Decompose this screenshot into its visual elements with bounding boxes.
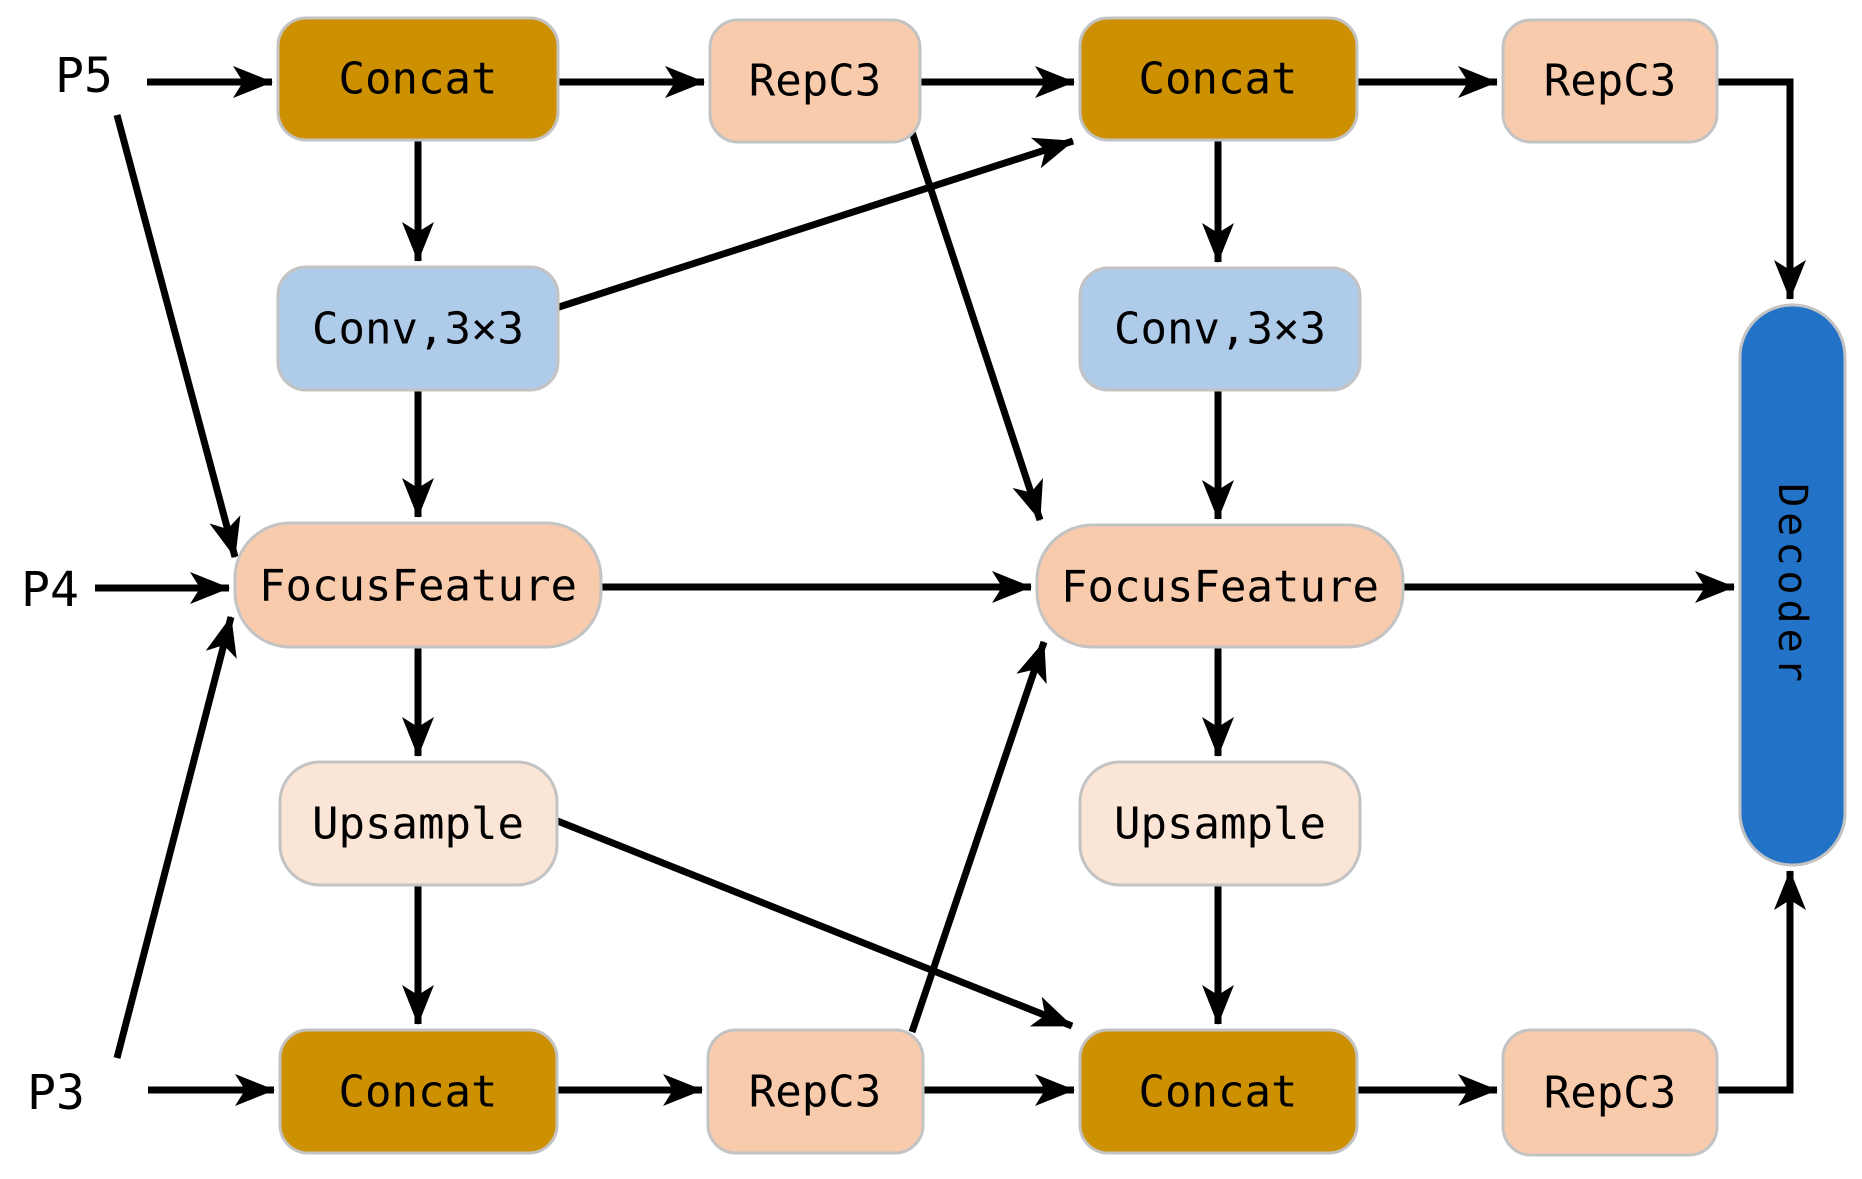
node-repc3-bottom: RepC3	[706, 1028, 925, 1155]
upsample-left-label: Upsample	[312, 799, 524, 850]
focusfeature-left-label: FocusFeature	[259, 561, 577, 612]
concat-top-right-label: Concat	[1139, 54, 1298, 105]
conv-3x3-right-label: Conv,3×3	[1114, 304, 1326, 355]
repc3-top-label: RepC3	[749, 56, 881, 107]
repc3-bottom-right-label: RepC3	[1544, 1068, 1676, 1119]
conv-3x3-right-box	[1078, 266, 1362, 392]
edge-repc3-bottom-right-to-decoder	[1717, 870, 1806, 1094]
node-focusfeature-left: FocusFeature	[233, 521, 603, 649]
edges-group	[95, 66, 1806, 1106]
focusfeature-right-label: FocusFeature	[1061, 562, 1379, 613]
edge-p5-to-focusfeature-left	[113, 114, 241, 558]
node-concat-bottom-left: Concat	[278, 1028, 559, 1155]
upsample-right-label: Upsample	[1114, 799, 1326, 850]
node-upsample-left: Upsample	[278, 760, 559, 887]
conv-3x3-left-label: Conv,3×3	[312, 304, 524, 355]
node-concat-bottom-right: Concat	[1078, 1028, 1359, 1155]
concat-bottom-left-box	[278, 1028, 559, 1155]
repc3-top-box	[708, 18, 922, 144]
input-label-p5: P5	[55, 48, 113, 104]
concat-top-right-box	[1078, 16, 1359, 142]
repc3-bottom-box	[706, 1028, 925, 1155]
repc3-top-right-box	[1501, 18, 1719, 144]
input-label-p3: P3	[27, 1065, 85, 1121]
edge-upsample-left-to-concat-bottom-right	[553, 816, 1074, 1030]
concat-bottom-right-box	[1078, 1028, 1359, 1155]
upsample-left-box	[278, 760, 559, 887]
input-labels-group: P5 P4 P3	[21, 48, 113, 1121]
input-label-p4: P4	[21, 562, 79, 618]
node-upsample-right: Upsample	[1078, 760, 1362, 887]
edge-repc3-bottom-to-focusfeature-right	[908, 640, 1048, 1034]
node-decoder: Decoder	[1738, 303, 1847, 867]
node-concat-top-left: Concat	[276, 16, 560, 142]
node-focusfeature-right: FocusFeature	[1035, 523, 1405, 649]
edge-p3-to-focusfeature-left	[113, 616, 237, 1059]
edge-repc3-top-to-focusfeature-right	[908, 130, 1044, 522]
node-repc3-top: RepC3	[708, 18, 922, 144]
nodes-group: Concat RepC3 Concat RepC3 Conv,3×3 Conv,…	[233, 16, 1847, 1157]
concat-bottom-right-label: Concat	[1139, 1067, 1298, 1118]
decoder-box	[1738, 303, 1847, 867]
node-repc3-top-right: RepC3	[1501, 18, 1719, 144]
conv-3x3-left-box	[276, 265, 560, 392]
node-concat-top-right: Concat	[1078, 16, 1359, 142]
edge-repc3-top-right-to-decoder	[1717, 78, 1806, 300]
upsample-right-box	[1078, 760, 1362, 887]
focusfeature-left-box	[233, 521, 603, 649]
decoder-label: Decoder	[1769, 483, 1815, 687]
repc3-bottom-right-box	[1501, 1028, 1719, 1157]
focusfeature-right-box	[1035, 523, 1405, 649]
repc3-top-right-label: RepC3	[1544, 56, 1676, 107]
concat-top-left-label: Concat	[339, 54, 498, 105]
node-conv-3x3-right: Conv,3×3	[1078, 266, 1362, 392]
concat-top-left-box	[276, 16, 560, 142]
edge-conv-left-to-concat-top-right	[554, 137, 1075, 312]
node-repc3-bottom-right: RepC3	[1501, 1028, 1719, 1157]
node-conv-3x3-left: Conv,3×3	[276, 265, 560, 392]
repc3-bottom-label: RepC3	[749, 1067, 881, 1118]
concat-bottom-left-label: Concat	[339, 1067, 498, 1118]
